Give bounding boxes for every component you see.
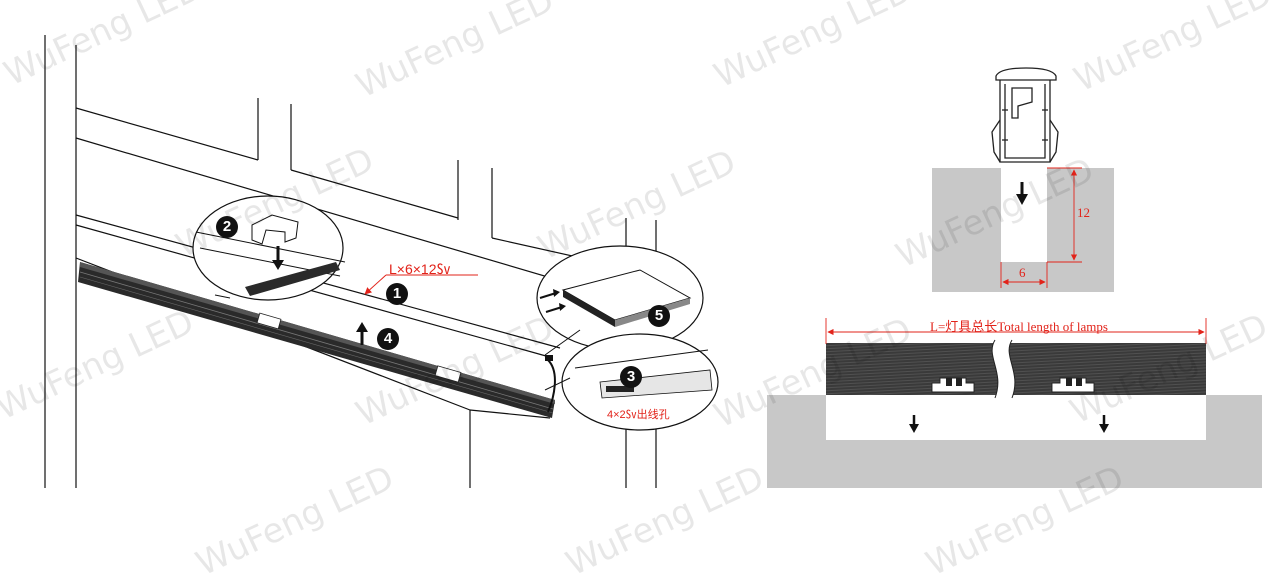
cross-section-profile <box>991 67 1059 163</box>
cross-section-ceiling <box>932 168 1114 292</box>
step-3-badge: 3 <box>620 366 642 388</box>
lift-arrow <box>356 322 368 345</box>
cross-section-arrow <box>1016 182 1028 205</box>
total-length-label: L=灯具总长Total length of lamps <box>930 319 1108 334</box>
step-2-badge: 2 <box>216 216 238 238</box>
callout-clip <box>192 195 346 301</box>
step-5-badge: 5 <box>648 305 670 327</box>
length-ceiling <box>767 395 1262 488</box>
length-dims <box>825 318 1207 344</box>
hole-label: 4×2㏜出线孔 <box>607 409 670 421</box>
step-1-badge: 1 <box>386 283 408 305</box>
height-dimension-label: 12 <box>1077 205 1090 220</box>
profile-size-label: L×6×12㏜ <box>389 261 451 277</box>
diagram-svg <box>44 35 1262 488</box>
size-leader <box>364 274 478 295</box>
cross-section-dims <box>1000 167 1082 288</box>
length-arrows <box>909 415 1109 433</box>
length-profile <box>826 339 1206 399</box>
callout-connector <box>536 245 704 356</box>
width-dimension-label: 6 <box>1019 265 1026 280</box>
step-4-badge: 4 <box>377 328 399 350</box>
led-profile <box>78 262 556 418</box>
